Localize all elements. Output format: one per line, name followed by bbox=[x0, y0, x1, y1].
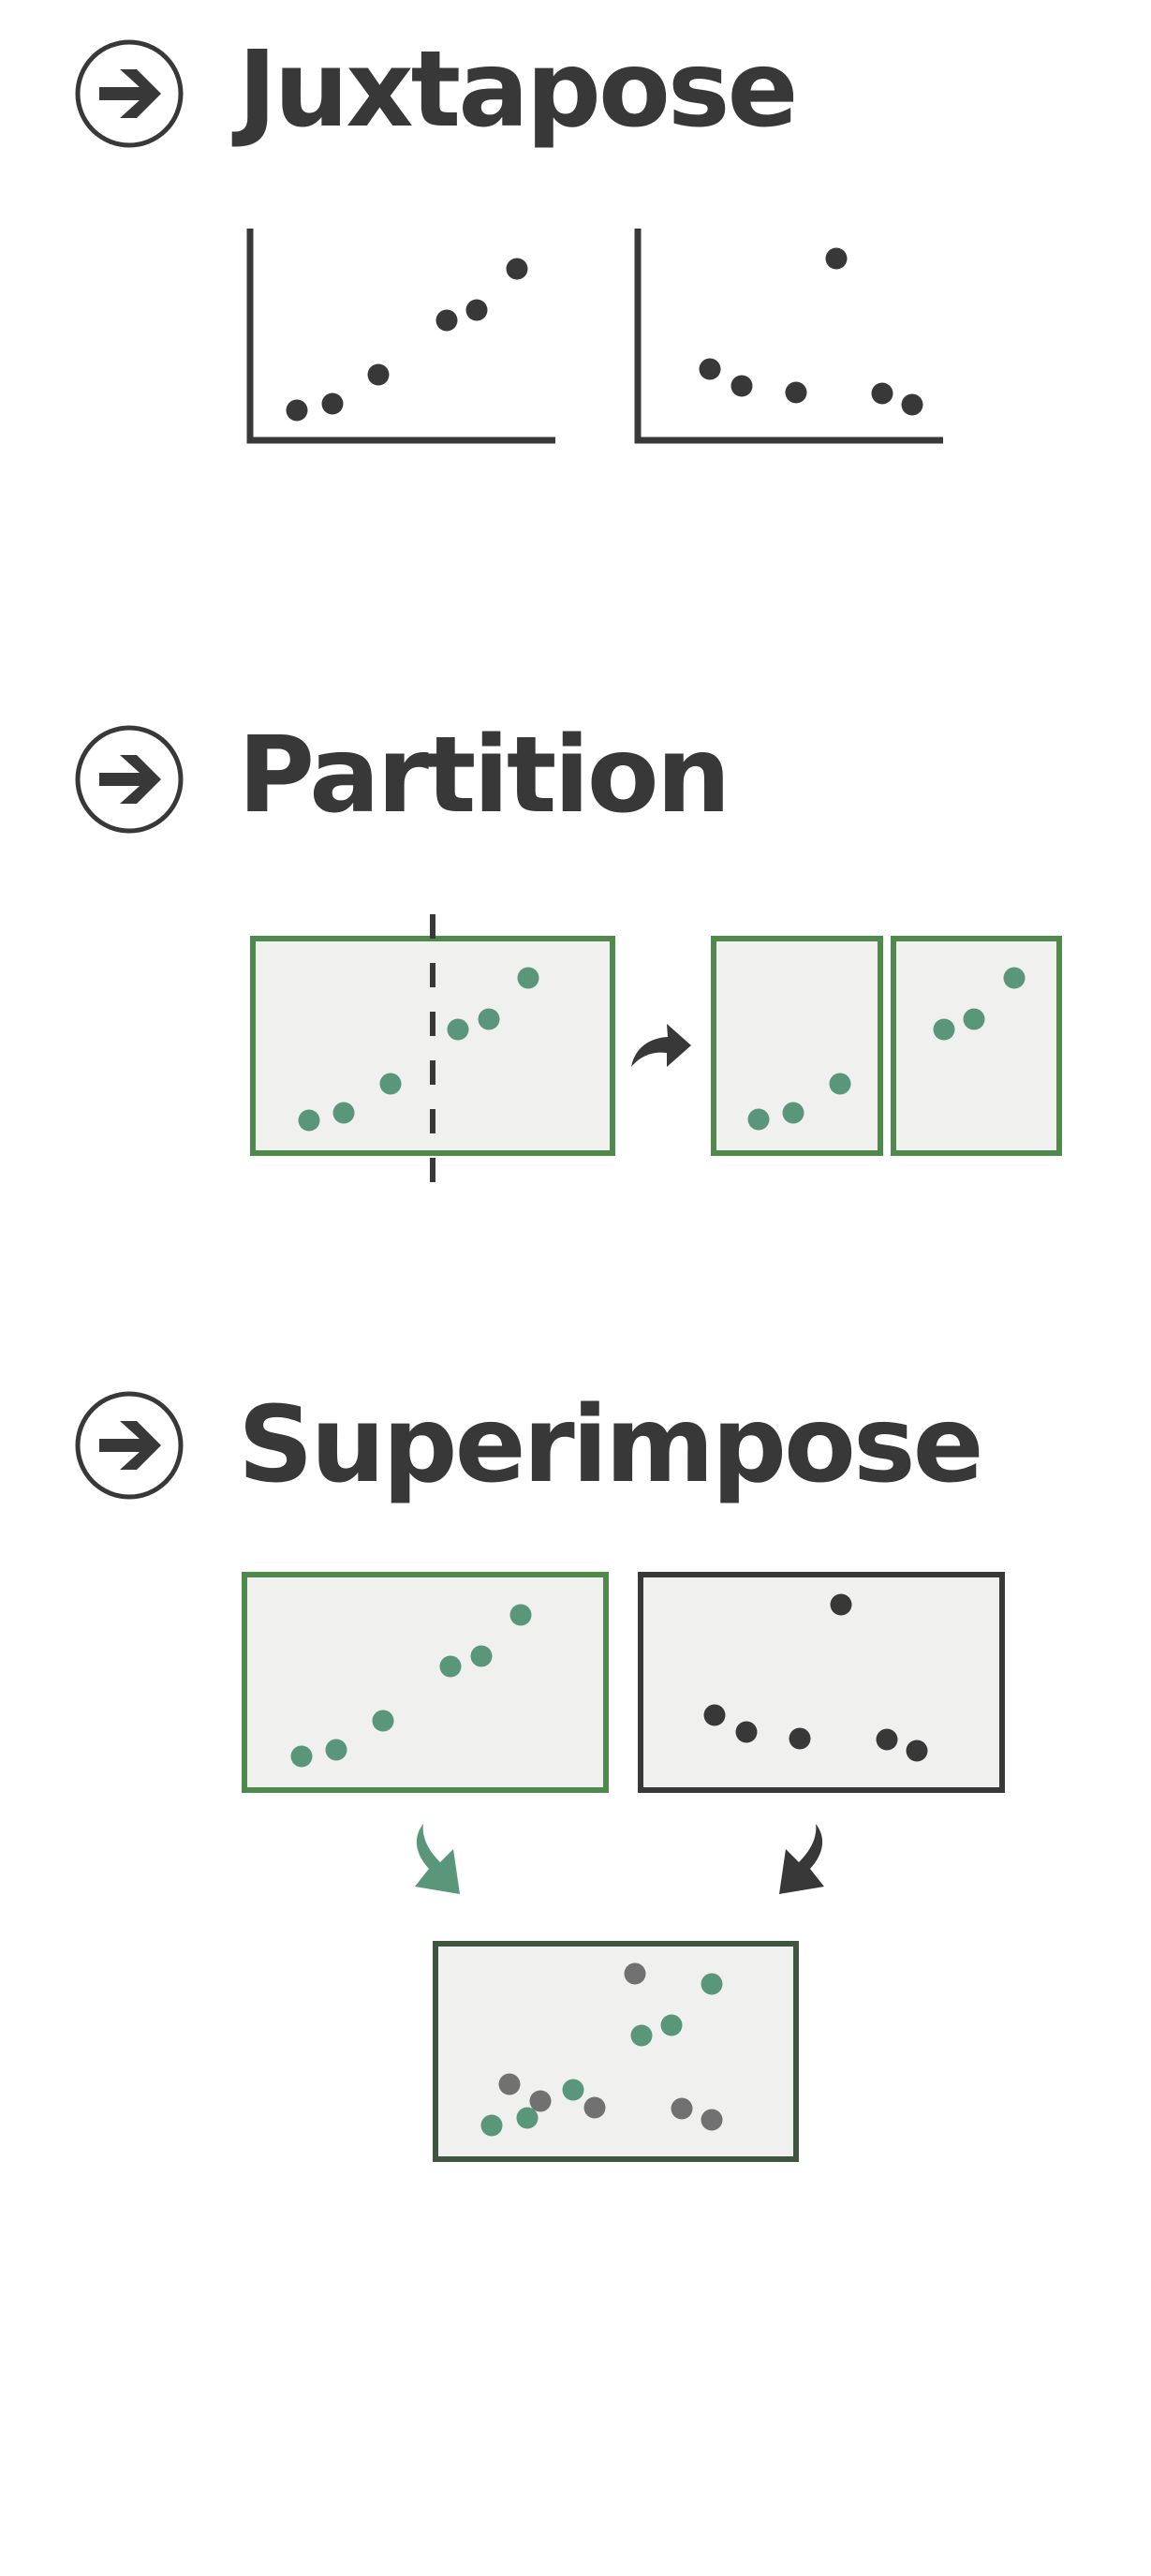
data-point-dark-layer bbox=[583, 2096, 606, 2119]
data-point bbox=[825, 247, 848, 270]
curved-arrow-down-dark-icon bbox=[779, 1824, 824, 1894]
data-point bbox=[286, 399, 308, 422]
data-point bbox=[325, 1739, 347, 1761]
data-point-green-layer bbox=[516, 2107, 539, 2129]
chart-axes bbox=[246, 229, 555, 444]
section-title-partition: Partition bbox=[238, 715, 730, 836]
partition-diagram bbox=[250, 914, 1062, 1182]
partition-original-panel bbox=[250, 914, 615, 1182]
icon-circle bbox=[75, 1391, 184, 1500]
arrow-right-circle-icon bbox=[75, 725, 184, 834]
data-point bbox=[782, 1102, 804, 1124]
data-point-green-layer bbox=[660, 2014, 683, 2036]
data-point-green-layer bbox=[701, 1973, 723, 1995]
data-point bbox=[470, 1645, 493, 1667]
data-point bbox=[506, 258, 528, 280]
data-point bbox=[517, 967, 539, 989]
arrow-right-circle-icon bbox=[75, 1391, 184, 1500]
section-title-juxtapose: Juxtapose bbox=[238, 29, 799, 151]
arrow-right-icon bbox=[99, 69, 161, 118]
arrow-right-icon bbox=[99, 755, 161, 804]
data-point-dark-layer bbox=[701, 2109, 723, 2131]
data-point-dark-layer bbox=[529, 2090, 552, 2112]
icon-circle bbox=[75, 39, 184, 148]
data-point bbox=[1003, 967, 1026, 989]
panel-frame bbox=[638, 1572, 1005, 1793]
data-point bbox=[447, 1018, 469, 1041]
curved-arrow-right-icon bbox=[631, 1024, 691, 1067]
data-point bbox=[298, 1109, 320, 1132]
data-point bbox=[730, 375, 753, 397]
data-point bbox=[379, 1073, 402, 1095]
data-point bbox=[789, 1727, 811, 1750]
data-point bbox=[876, 1728, 898, 1751]
data-point bbox=[963, 1008, 985, 1030]
panel-frame bbox=[891, 936, 1062, 1156]
data-point bbox=[439, 1655, 462, 1678]
icon-circle bbox=[75, 725, 184, 834]
data-point-green-layer bbox=[562, 2079, 584, 2101]
data-point bbox=[933, 1018, 955, 1041]
section-icons bbox=[75, 39, 184, 1500]
partition-right-panel bbox=[891, 936, 1062, 1156]
data-point bbox=[332, 1102, 355, 1124]
superimpose-green-panel bbox=[242, 1572, 609, 1793]
juxtapose-left-chart bbox=[246, 229, 555, 444]
data-point-dark-layer bbox=[498, 2073, 521, 2095]
data-point bbox=[785, 381, 807, 404]
data-point bbox=[901, 393, 923, 416]
superimpose-combined-panel bbox=[433, 1941, 799, 2162]
juxtapose-right-chart bbox=[634, 229, 943, 444]
data-point-green-layer bbox=[630, 2024, 653, 2047]
data-point-dark-layer bbox=[671, 2097, 693, 2120]
data-point bbox=[290, 1745, 313, 1768]
section-title-superimpose: Superimpose bbox=[238, 1384, 984, 1506]
data-point bbox=[747, 1108, 770, 1131]
superimpose-diagram bbox=[242, 1572, 1005, 2162]
data-point bbox=[735, 1721, 758, 1743]
data-point bbox=[435, 309, 458, 332]
data-point bbox=[367, 363, 390, 386]
data-point bbox=[703, 1704, 726, 1726]
data-point bbox=[699, 358, 721, 380]
data-point bbox=[829, 1073, 851, 1095]
juxtapose-diagram bbox=[246, 229, 943, 444]
data-point bbox=[465, 299, 488, 321]
data-point bbox=[372, 1710, 394, 1732]
data-point bbox=[830, 1593, 852, 1616]
data-point bbox=[871, 382, 893, 405]
data-point bbox=[509, 1604, 532, 1626]
partition-left-panel bbox=[711, 936, 883, 1156]
arrow-right-circle-icon bbox=[75, 39, 184, 148]
data-point bbox=[321, 392, 344, 415]
chart-axes bbox=[634, 229, 943, 444]
superimpose-dark-panel bbox=[638, 1572, 1005, 1793]
curved-arrow-down-green-icon bbox=[415, 1824, 460, 1894]
arrow-right-icon bbox=[99, 1421, 161, 1470]
data-point-green-layer bbox=[480, 2114, 503, 2137]
data-point-dark-layer bbox=[624, 1962, 646, 1985]
data-point bbox=[906, 1740, 928, 1762]
data-point bbox=[478, 1008, 500, 1030]
